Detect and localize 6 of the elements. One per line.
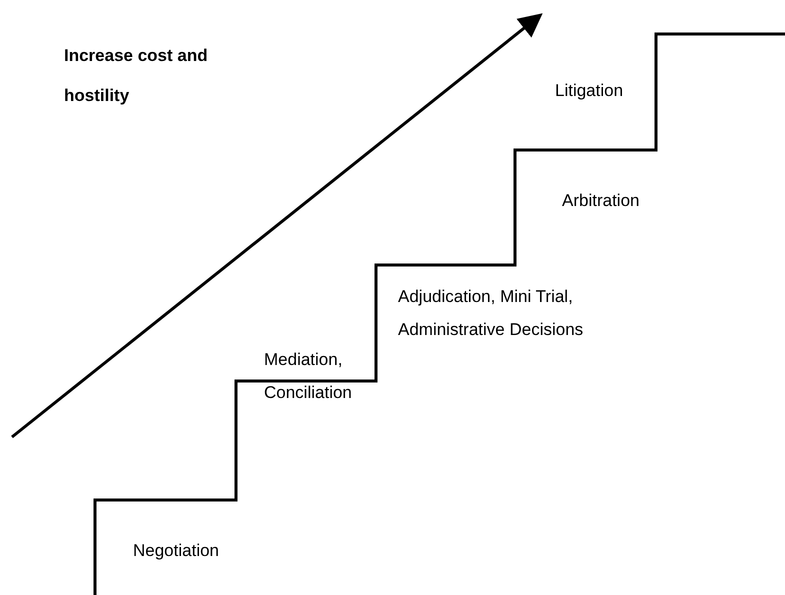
step-label: Adjudication, Mini Trial, Administrative Decisions: [398, 286, 584, 341]
step-label: Litigation: [555, 80, 624, 102]
heading-text: Increase cost and hostility: [64, 45, 209, 107]
step-label: Negotiation: [133, 540, 220, 562]
step-label: Arbitration: [562, 190, 640, 212]
step-label: Mediation, Conciliation: [264, 349, 353, 404]
